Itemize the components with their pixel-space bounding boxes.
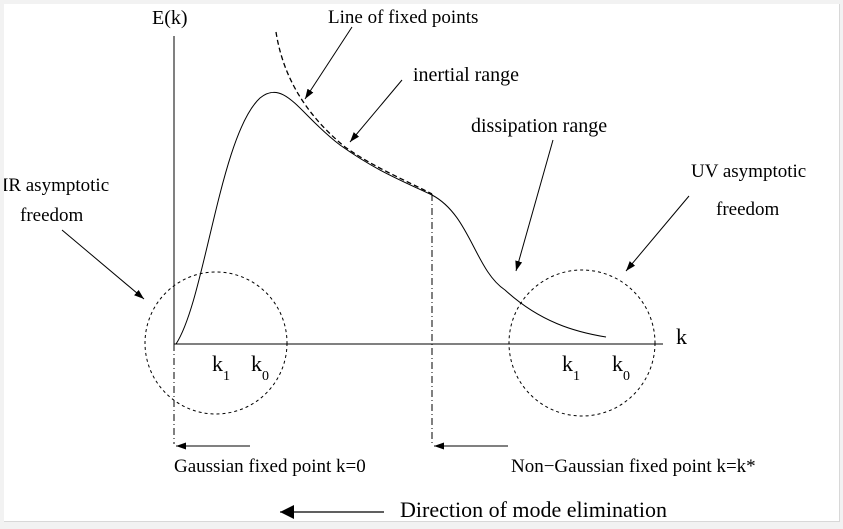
ir-circle [144, 271, 288, 415]
tick-right-k1: k1 [562, 351, 580, 384]
uv-circle [508, 269, 656, 417]
arrow-uv-freedom [625, 195, 690, 272]
uv-label-line2: freedom [716, 199, 780, 220]
line-of-fixed-points-label: Line of fixed points [328, 7, 478, 28]
arrow-line-of-fixed-points [304, 26, 353, 100]
inertial-range-label: inertial range [413, 64, 519, 86]
tick-left-k1: k1 [212, 351, 230, 384]
arrow-dissipation-range [515, 139, 554, 272]
arrow-ir-freedom [61, 229, 145, 300]
ir-label-line2: freedom [20, 205, 84, 226]
tick-left-k0: k0 [251, 351, 269, 384]
energy-spectrum-curve [175, 91, 607, 345]
ir-label-line1: IR asymptotic [4, 175, 109, 196]
tick-right-k0: k0 [612, 351, 630, 384]
x-axis-label: k [676, 324, 687, 349]
diagram-frame: E(k) k Line of fixed points inertial ran… [4, 4, 840, 522]
arrow-inertial-range [349, 79, 403, 143]
line-of-fixed-points [275, 31, 433, 195]
non-gaussian-fixed-point-label: Non−Gaussian fixed point k=k* [511, 456, 756, 477]
uv-label-line1: UV asymptotic [691, 161, 806, 182]
mode-elimination-label: Direction of mode elimination [400, 497, 667, 521]
gaussian-fixed-point-label: Gaussian fixed point k=0 [174, 456, 366, 477]
dissipation-range-label: dissipation range [471, 115, 607, 137]
energy-spectrum-diagram: E(k) k Line of fixed points inertial ran… [4, 7, 806, 521]
y-axis-label: E(k) [152, 7, 188, 29]
